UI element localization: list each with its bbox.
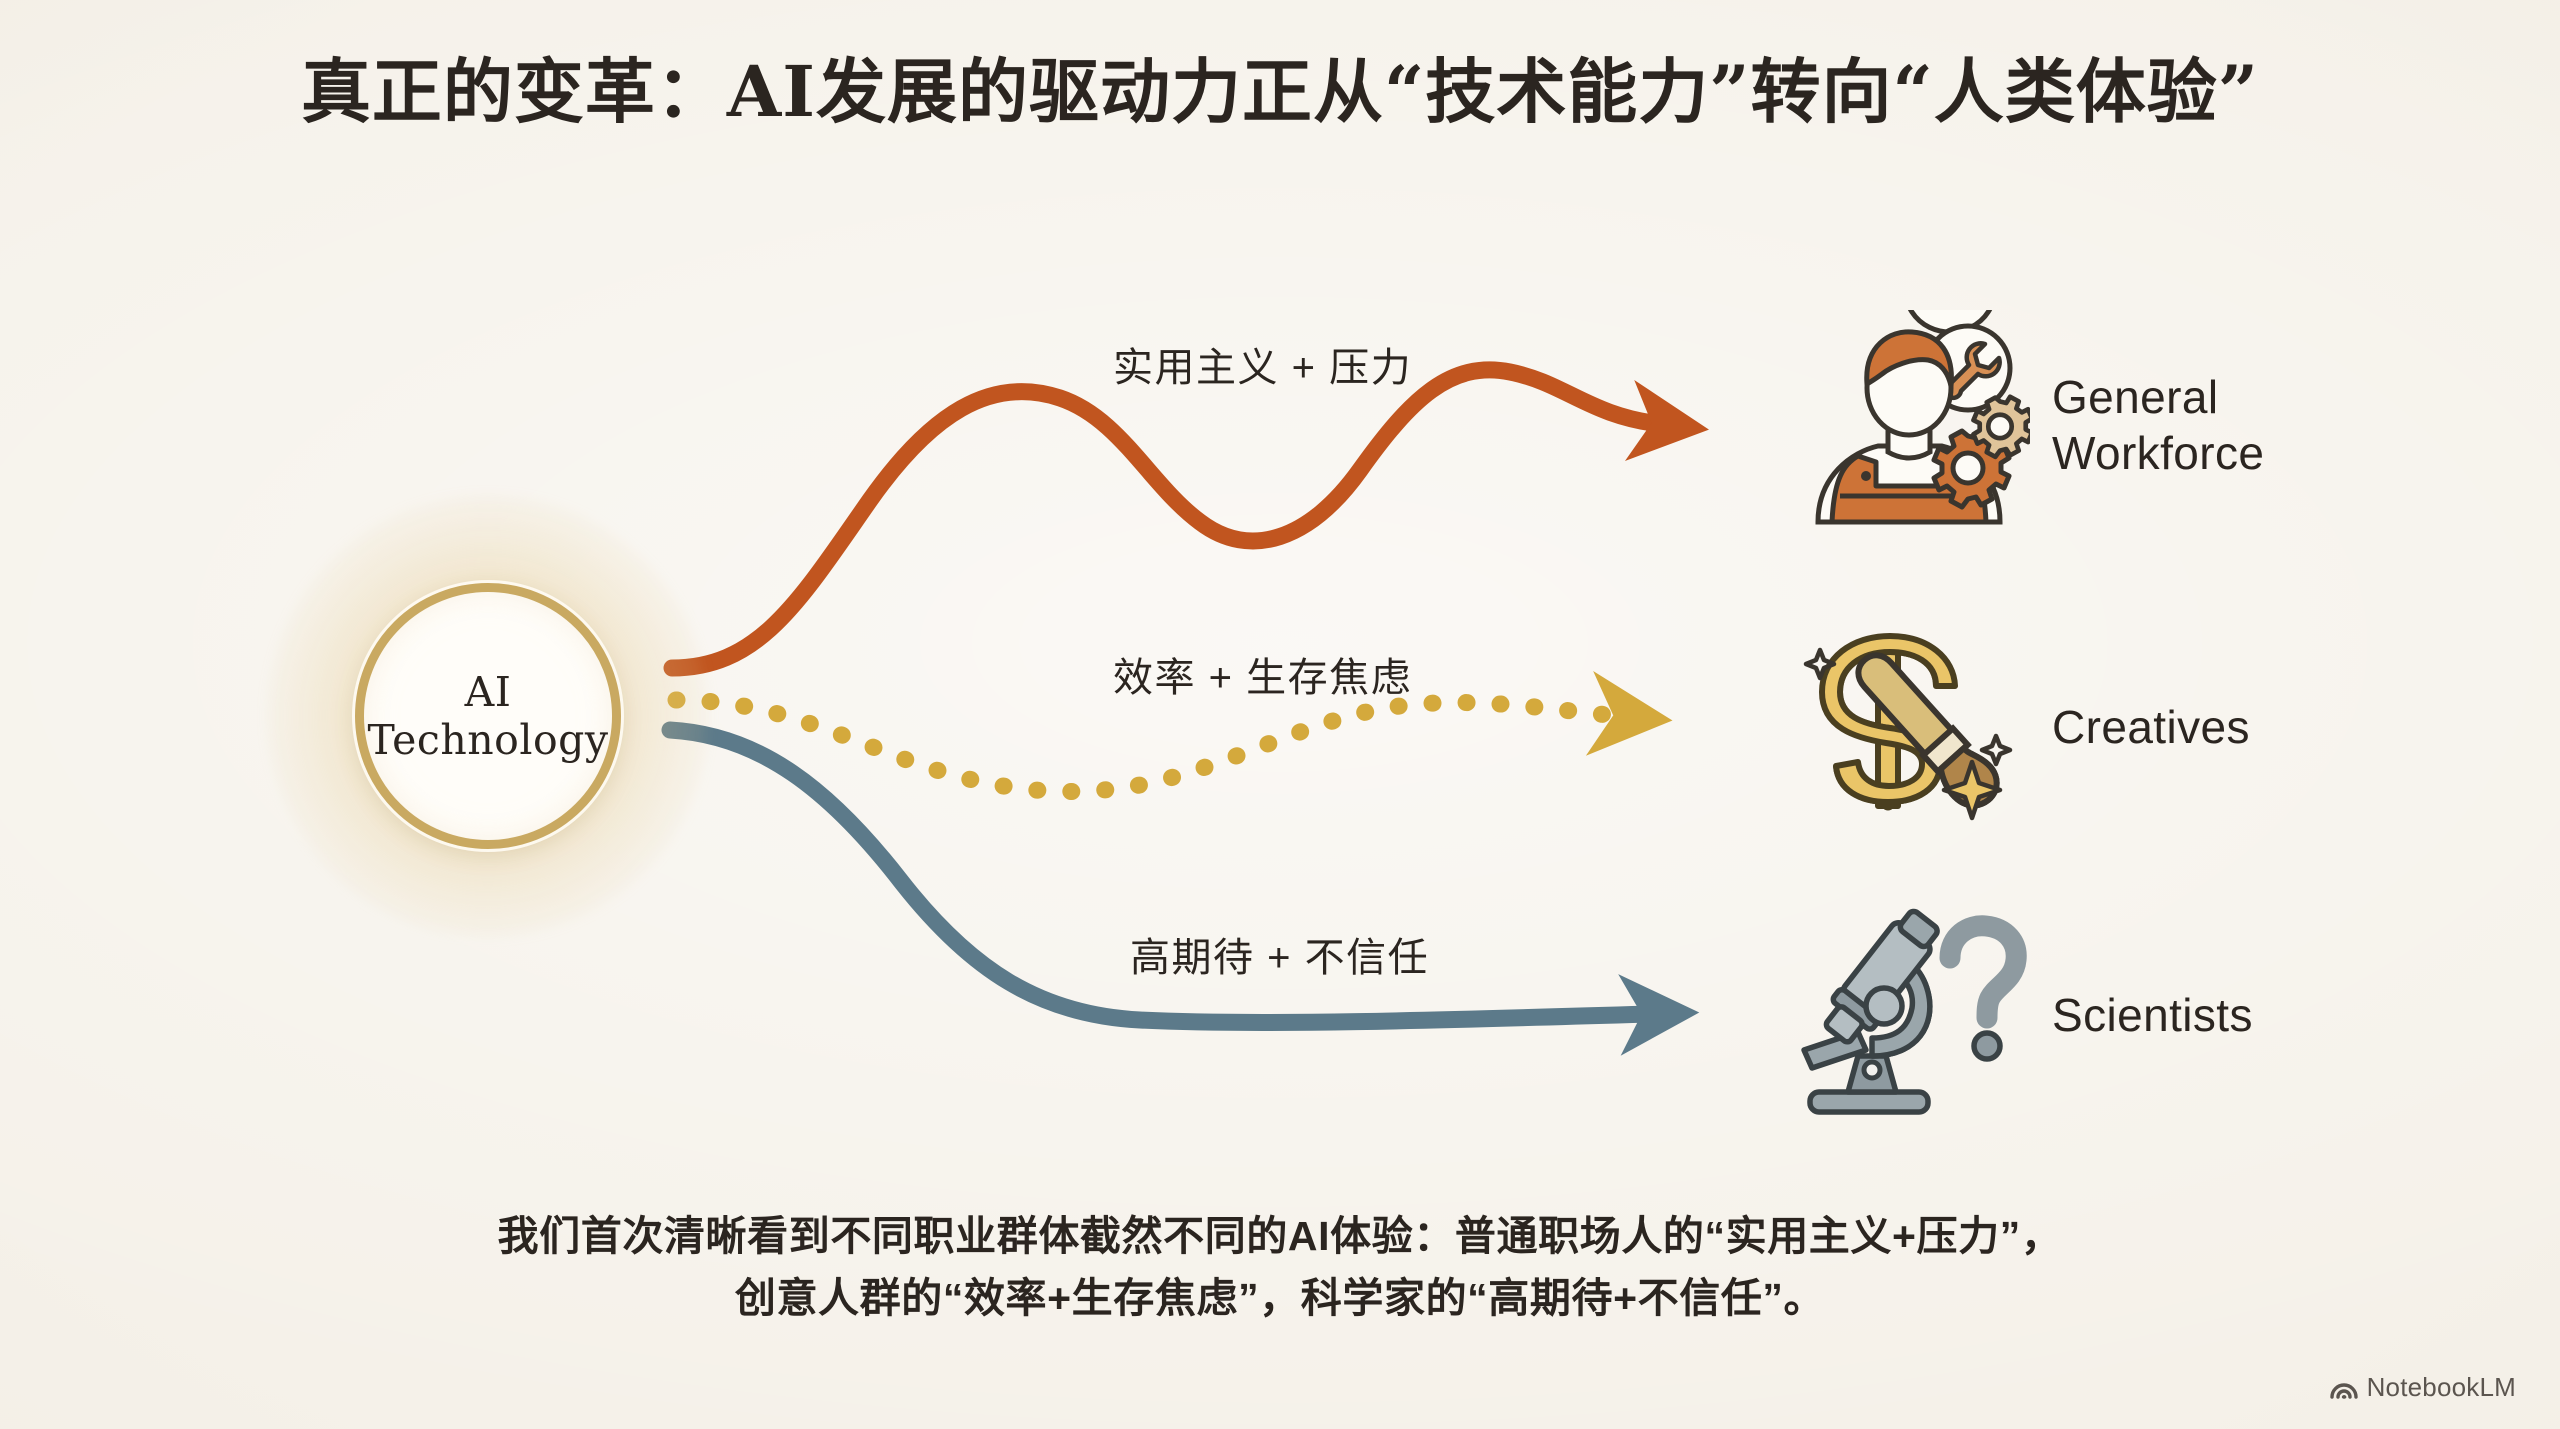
watermark-label: NotebookLM <box>2366 1372 2516 1402</box>
hub-circle: AI Technology <box>355 583 621 849</box>
endpoint-label-line2: Workforce <box>2052 427 2265 479</box>
flow-path-creatives <box>667 671 1673 800</box>
flow-label-scientists: 高期待 + 不信任 <box>1130 936 1430 980</box>
endpoint-general-workforce: General Workforce <box>1800 310 2264 540</box>
hub-label-line2: Technology <box>367 716 609 764</box>
endpoint-label-line1: General <box>2052 370 2219 423</box>
flow-path-general-workforce <box>663 361 1709 677</box>
endpoint-scientists: Scientists <box>1800 900 2253 1130</box>
caption: 我们首次清晰看到不同职业群体截然不同的AI体验：普通职场人的“实用主义+压力”，… <box>0 1205 2560 1330</box>
flow-path-scientists <box>661 721 1700 1056</box>
endpoint-label-creatives: Creatives <box>2052 699 2250 755</box>
endpoint-label-line1: Scientists <box>2052 988 2253 1041</box>
flow-label-creatives: 效率 + 生存焦虑 <box>1113 656 1413 700</box>
dollar-paintbrush-sparkle-icon <box>1803 633 2013 821</box>
endpoint-label-general-workforce: General Workforce <box>2052 369 2264 481</box>
notebooklm-watermark: NotebookLM <box>2329 1372 2516 1403</box>
caption-line-2: 创意人群的“效率+生存焦虑”，科学家的“高期待+不信任”。 <box>734 1275 1826 1322</box>
endpoint-creatives: Creatives <box>1800 612 2250 842</box>
microscope-question-icon <box>1801 908 2027 1115</box>
flow-label-general-workforce: 实用主义 + 压力 <box>1113 346 1413 390</box>
hub-node: AI Technology <box>268 496 708 936</box>
notebooklm-arc-icon <box>2329 1382 2358 1399</box>
page-title: 真正的变革：AI发展的驱动力正从“技术能力”转向“人类体验” <box>300 50 2260 133</box>
worker-wrench-gears-icon <box>1815 310 2030 525</box>
endpoint-label-scientists: Scientists <box>2052 987 2253 1043</box>
endpoint-label-line1: Creatives <box>2052 700 2250 753</box>
hub-label-line1: AI <box>464 667 512 716</box>
caption-line-1: 我们首次清晰看到不同职业群体截然不同的AI体验：普通职场人的“实用主义+压力”， <box>497 1213 2063 1259</box>
